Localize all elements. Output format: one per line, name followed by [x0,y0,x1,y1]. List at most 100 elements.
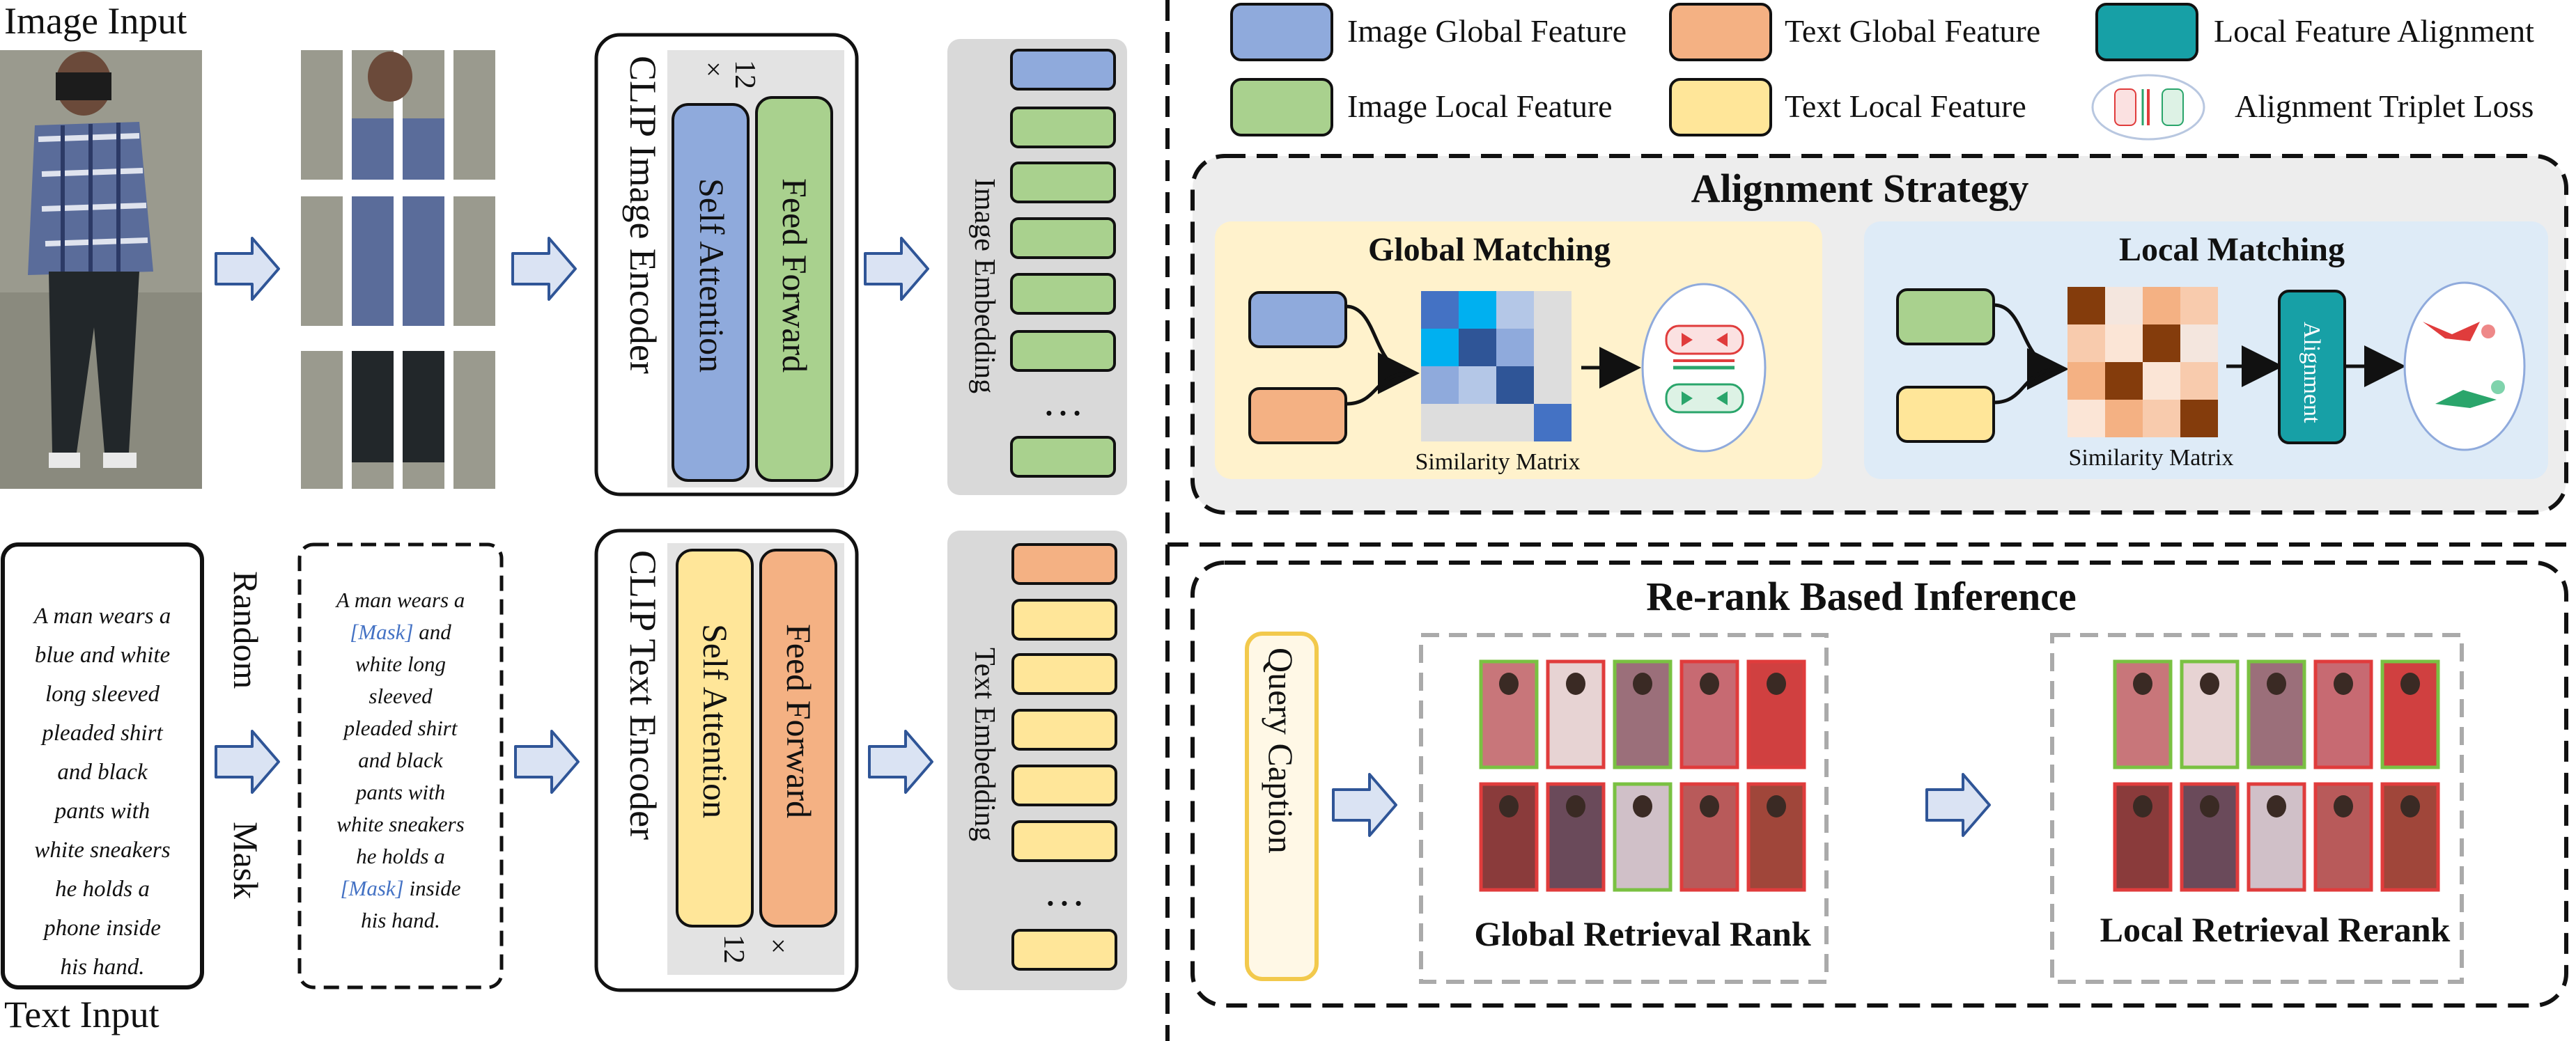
text-input-title: Text Input [4,994,160,1035]
local-matching-title: Local Matching [2119,231,2345,268]
image-feed-forward-block [755,96,833,482]
legend-image-global: Image Global Feature [1347,13,1627,49]
svg-text:sleeved: sleeved [368,684,433,708]
legend-local-alignment: Local Feature Alignment [2214,13,2534,49]
text-self-attention-block [676,549,754,927]
image-input-title: Image Input [4,0,187,42]
local-rerank-label: Local Retrieval Rerank [2100,910,2451,949]
text-encoder-title: CLIP Text Encoder [622,550,664,840]
matrix-cell [2067,287,2105,324]
matrix-cell [1421,329,1459,366]
svg-text:A man wears a: A man wears a [335,588,465,612]
svg-text:[Mask] inside: [Mask] inside [340,876,460,900]
image-self-attention-label: Self Attention [692,178,731,373]
alignment-strategy-title: Alignment Strategy [1691,166,2029,211]
caption-line: and black [57,760,148,785]
mask-token: [Mask] [350,620,413,644]
global-rank-frame [1419,633,1829,984]
thumbnail-figure [2267,795,2286,817]
rerank-title: Re-rank Based Inference [1646,574,2077,619]
matrix-cell [1459,291,1496,329]
image-encoder-times: × [706,54,722,85]
matrix-cell [2180,362,2218,400]
local-rerank-frame [2050,633,2464,984]
global-rank-gallery [1479,659,1806,892]
svg-text:and black: and black [358,748,444,772]
matrix-cell [2143,362,2180,400]
legend-swatch-text-local [1669,78,1772,136]
svg-text:pleaded shirt: pleaded shirt [343,716,458,740]
legend: Image Global Feature Text Global Feature… [1230,3,2534,141]
query-caption-label: Query Caption [1262,648,1301,854]
arrow-to-image-embedding [864,237,929,301]
arrow-random-mask [215,730,280,794]
text-embedding: Text Embedding … [947,531,1127,990]
matrix-cell [1421,366,1459,404]
svg-text:…: … [1042,378,1084,424]
thumbnail-figure [1700,673,1719,695]
local-image-feature [1896,288,1995,345]
image-feed-forward-label: Feed Forward [775,178,814,373]
matrix-cell [1459,404,1496,441]
thumbnail-figure [2400,795,2420,817]
thumbnail-figure [2334,795,2353,817]
matrix-cell [1534,291,1572,329]
retrieval-thumbnail [2180,782,2240,892]
global-image-feature [1248,291,1347,348]
image-encoder-repeat: 12 [729,60,761,89]
thumbnail-figure [2267,673,2286,695]
svg-text:he holds a: he holds a [356,844,444,868]
alignment-block-label: Alignment [2299,322,2325,423]
legend-text-local: Text Local Feature [1785,88,2026,124]
legend-swatch-image-global [1230,3,1333,61]
matrix-cell [1534,366,1572,404]
global-text-feature [1248,387,1347,444]
person-photo [0,50,202,489]
legend-text-global: Text Global Feature [1785,13,2040,49]
matrix-cell [1496,329,1534,366]
svg-text:pants with: pants with [355,780,445,804]
matrix-cell [2067,324,2105,362]
text-feed-forward-block [759,549,837,927]
legend-swatch-text-global [1669,3,1772,61]
thumbnail-figure [1566,673,1585,695]
masked-text-box: A man wears a [Mask] and white long slee… [297,542,504,989]
mask-label: Mask [226,822,265,899]
matrix-cell [2105,400,2143,437]
matrix-cell [2067,362,2105,400]
thumbnail-figure [2400,673,2420,695]
arrow-to-text-embedding [868,730,933,794]
matrix-cell [2143,400,2180,437]
matrix-cell [2180,324,2218,362]
matrix-cell [2143,287,2180,324]
text-embedding-label: Text Embedding [968,648,1000,841]
matrix-cell [1534,404,1572,441]
thumbnail-figure [2334,673,2353,695]
thumbnail-figure [1633,795,1652,817]
local-text-feature [1896,386,1995,443]
matrix-cell [2180,400,2218,437]
clip-text-encoder: CLIP Text Encoder Self Attention Feed Fo… [594,529,859,992]
image-encoder-title: CLIP Image Encoder [622,56,664,374]
caption-line: he holds a [55,877,150,902]
caption-line: pleaded shirt [40,721,163,746]
caption-line: pants with [54,799,150,824]
random-label: Random [226,571,265,689]
retrieval-thumbnail [2247,782,2306,892]
thumbnail-figure [1767,795,1786,817]
matrix-cell [1534,329,1572,366]
thumbnail-figure [2133,673,2152,695]
matrix-cell [1459,329,1496,366]
matrix-cell [2105,324,2143,362]
thumbnail-figure [2200,673,2219,695]
matrix-cell [1496,291,1534,329]
triplet-loss-icon [2091,74,2205,141]
legend-swatch-local-alignment [2095,3,2198,61]
svg-text:white sneakers: white sneakers [336,812,464,836]
global-matching-title: Global Matching [1368,231,1611,268]
mask-token: [Mask] [340,876,403,900]
matrix-cell [2143,324,2180,362]
alignment-strategy-panel: Alignment Strategy Global Matching Simil… [1190,154,2568,515]
matrix-cell [1496,366,1534,404]
